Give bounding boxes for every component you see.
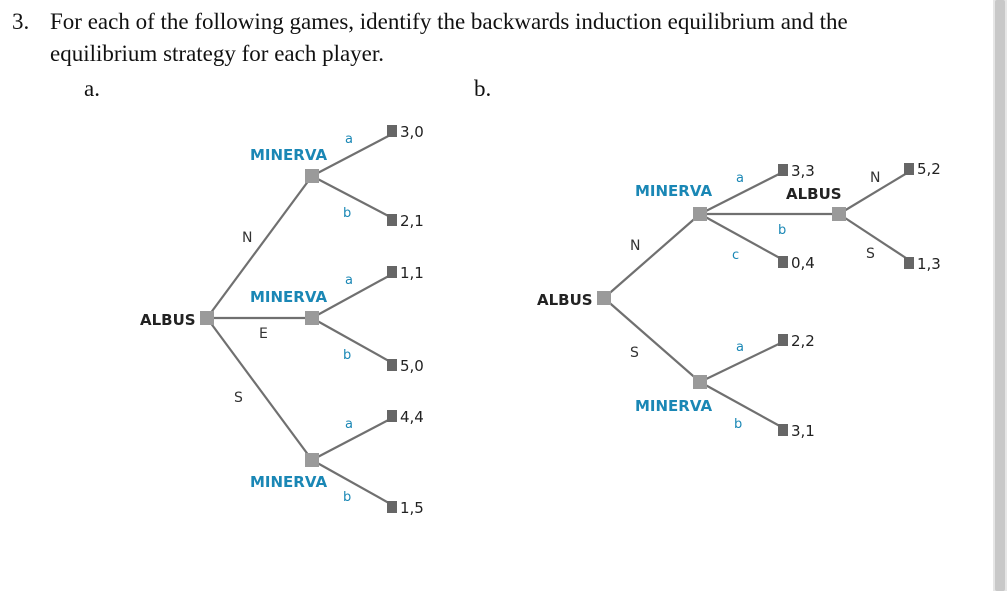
action-b-lower-a: a (736, 340, 744, 355)
terminal-b-1 (778, 164, 788, 176)
player-label-b-lower: MINERVA (635, 397, 712, 415)
node-a-mid (305, 311, 319, 325)
player-label-a-top: MINERVA (250, 146, 327, 164)
payoff-a-2: 2,1 (400, 212, 424, 230)
action-a-s: S (234, 390, 243, 406)
edge-b-lower-b (699, 381, 788, 431)
payoff-b-1: 3,3 (791, 162, 815, 180)
node-b-upper (693, 207, 707, 221)
payoff-b-2: 0,4 (791, 254, 815, 272)
part-b-label: b. (474, 76, 492, 101)
payoff-a-3: 1,1 (400, 264, 424, 282)
edge-a-mid-b (311, 317, 397, 366)
edge-b-albus-s (838, 213, 913, 263)
action-b-s: S (630, 345, 639, 361)
payoff-a-5: 4,4 (400, 408, 424, 426)
root-label-b: ALBUS (537, 291, 593, 309)
edge-a-n (206, 175, 313, 319)
terminal-a-1 (387, 125, 397, 137)
terminal-b-6 (778, 424, 788, 436)
action-a-bot-b: b (343, 490, 351, 505)
terminal-a-6 (387, 501, 397, 513)
terminal-a-5 (387, 410, 397, 422)
terminal-a-3 (387, 266, 397, 278)
edge-a-bot-b (311, 459, 397, 508)
edge-b-albus-n (838, 169, 913, 215)
edge-b-n (603, 213, 701, 299)
edge-b-upper-c (699, 213, 788, 263)
action-a-mid-b: b (343, 348, 351, 363)
node-b-root (597, 291, 611, 305)
action-a-top-a: a (345, 132, 353, 147)
node-a-bot (305, 453, 319, 467)
payoff-b-5: 2,2 (791, 332, 815, 350)
payoff-b-4: 1,3 (917, 255, 941, 273)
question-text: For each of the following games, identif… (50, 9, 848, 66)
edge-b-lower-a (699, 339, 788, 383)
payoff-b-3: 5,2 (917, 160, 941, 178)
part-a-label: a. (84, 76, 100, 101)
node-a-top (305, 169, 319, 183)
payoff-a-6: 1,5 (400, 499, 424, 517)
action-b-upper-c: c (732, 248, 739, 263)
payoff-b-6: 3,1 (791, 422, 815, 440)
action-b-albus-s: S (866, 246, 875, 262)
action-a-top-b: b (343, 206, 351, 221)
terminal-b-3 (904, 163, 914, 175)
edge-b-upper-a (699, 169, 788, 215)
terminal-b-5 (778, 334, 788, 346)
terminal-b-2 (778, 256, 788, 268)
action-b-albus-n: N (870, 170, 880, 186)
vertical-scrollbar[interactable] (993, 0, 1007, 591)
edge-a-top-b (311, 175, 397, 221)
edge-b-s (603, 297, 701, 383)
action-a-n: N (242, 230, 252, 246)
node-b-lower (693, 375, 707, 389)
action-b-upper-b: b (778, 223, 786, 238)
payoff-a-4: 5,0 (400, 357, 424, 375)
player-label-a-mid: MINERVA (250, 288, 327, 306)
action-a-bot-a: a (345, 417, 353, 432)
edge-a-mid-a (311, 271, 397, 319)
action-b-n: N (630, 238, 640, 254)
node-b-albus (832, 207, 846, 221)
action-b-lower-b: b (734, 417, 742, 432)
scrollbar-thumb[interactable] (995, 0, 1005, 591)
payoff-a-1: 3,0 (400, 123, 424, 141)
player-label-a-bot: MINERVA (250, 473, 327, 491)
player-label-b-albus: ALBUS (786, 185, 842, 203)
terminal-b-4 (904, 257, 914, 269)
action-b-upper-a: a (736, 171, 744, 186)
player-label-b-upper: MINERVA (635, 182, 712, 200)
question-number: 3. (12, 9, 30, 34)
edge-a-bot-a (311, 415, 397, 461)
root-label-a: ALBUS (140, 311, 196, 329)
edge-a-s (206, 317, 313, 461)
edge-a-top-a (311, 131, 397, 177)
node-a-root (200, 311, 214, 325)
action-a-e: E (259, 326, 268, 342)
action-a-mid-a: a (345, 273, 353, 288)
terminal-a-2 (387, 214, 397, 226)
terminal-a-4 (387, 359, 397, 371)
